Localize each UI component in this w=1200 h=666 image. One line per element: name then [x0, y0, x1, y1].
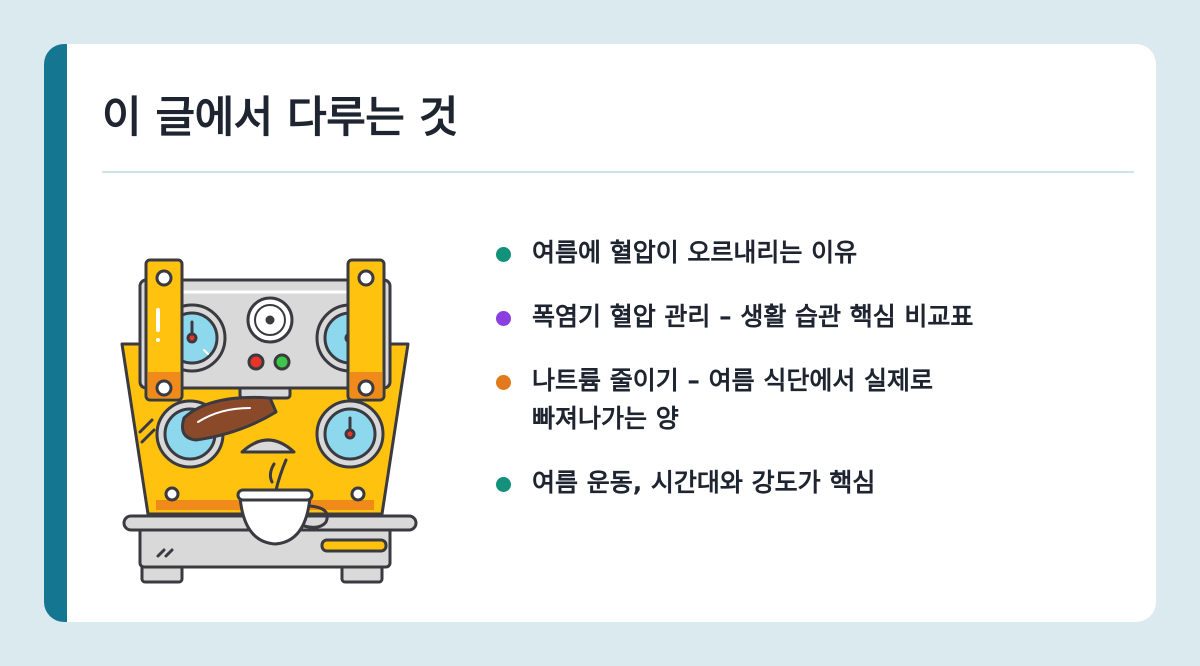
topic-list: 여름에 혈압이 오르내리는 이유 폭염기 혈압 관리 – 생활 습관 핵심 비교… [496, 234, 1136, 528]
espresso-machine-icon [120, 258, 418, 584]
topic-text: 폭염기 혈압 관리 – 생활 습관 핵심 비교표 [532, 302, 974, 331]
content-card: 이 글에서 다루는 것 [44, 44, 1156, 622]
bullet-dot [496, 311, 511, 326]
title-divider [102, 171, 1134, 173]
bullet-dot [496, 375, 511, 390]
topic-text: 여름에 혈압이 오르내리는 이유 [532, 238, 858, 267]
list-item: 폭염기 혈압 관리 – 생활 습관 핵심 비교표 [496, 298, 1136, 336]
list-item: 여름 운동, 시간대와 강도가 핵심 [496, 464, 1136, 502]
bullet-dot [496, 247, 511, 262]
list-item: 여름에 혈압이 오르내리는 이유 [496, 234, 1136, 272]
page-title: 이 글에서 다루는 것 [102, 93, 458, 143]
list-item: 나트륨 줄이기 – 여름 식단에서 실제로 빠져나가는 양 [496, 362, 1136, 438]
topic-text: 나트륨 줄이기 – 여름 식단에서 실제로 빠져나가는 양 [532, 366, 934, 433]
topic-text: 여름 운동, 시간대와 강도가 핵심 [532, 468, 876, 497]
bullet-dot [496, 477, 511, 492]
accent-bar [44, 44, 67, 622]
